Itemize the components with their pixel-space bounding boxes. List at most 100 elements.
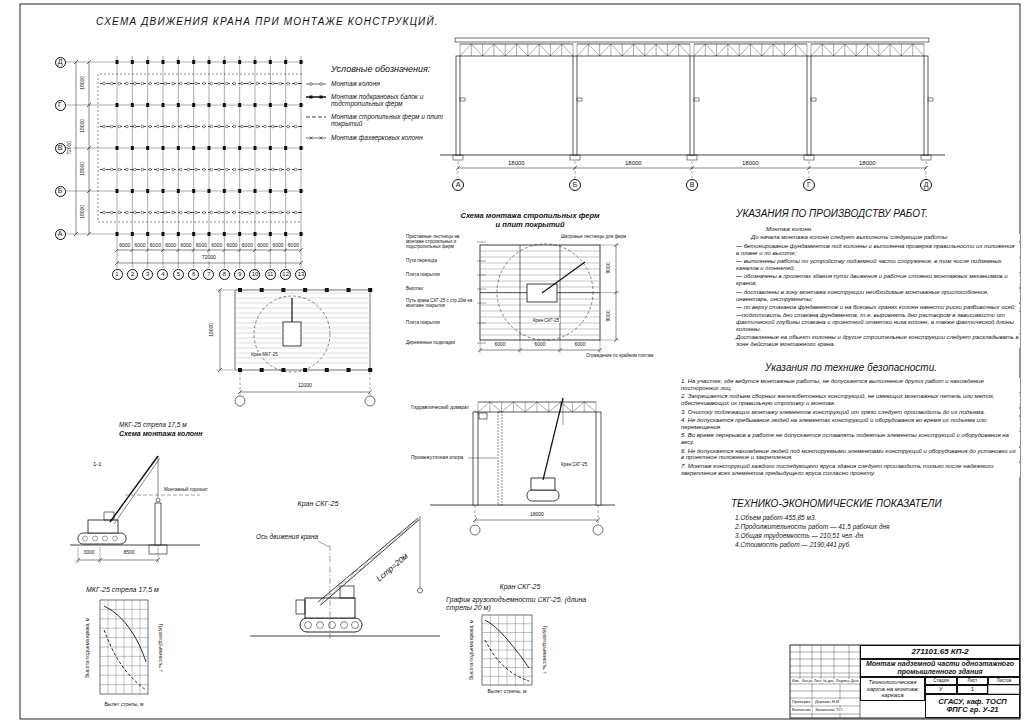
truss-web <box>633 44 634 56</box>
column <box>155 503 161 545</box>
axis-bubble: 3 <box>142 269 153 280</box>
column-mark <box>260 288 264 292</box>
grid-axis <box>132 56 133 268</box>
chart-grid <box>100 609 148 610</box>
column-mark <box>146 146 149 150</box>
truss-web <box>705 44 706 56</box>
hook-rope <box>420 516 421 588</box>
crane-stop <box>126 211 129 214</box>
swing-radius <box>497 244 593 340</box>
truss-web <box>611 44 622 56</box>
truss-web <box>656 44 657 56</box>
ground-line <box>250 636 440 637</box>
axis-bubble <box>365 396 375 406</box>
annotation-text: 6000 <box>241 243 254 249</box>
crane-stop <box>210 82 213 85</box>
crane-stop <box>133 82 136 85</box>
annotation-text: 5. Во время перерывов в работе не допуск… <box>680 432 1020 446</box>
truss-web <box>784 44 795 56</box>
grid-axis <box>178 56 179 268</box>
column-mark <box>238 103 241 107</box>
boom-lacing <box>339 581 348 584</box>
annotation-text: Ось движения крана <box>255 533 319 540</box>
annotation-text: Промежуточная опора <box>410 455 468 461</box>
track-wheel <box>113 536 118 541</box>
crane-stop <box>149 211 152 214</box>
boom-lacing <box>368 556 377 560</box>
annotation-text: 6000 <box>534 342 547 348</box>
crane-stop <box>294 82 297 85</box>
zone-hatch <box>236 308 369 309</box>
crane-stop <box>233 125 236 128</box>
axis-line <box>692 161 693 179</box>
crane-stop <box>172 82 175 85</box>
title-block-rule <box>790 659 860 660</box>
crane-stop <box>287 82 290 85</box>
annotation-text: 8500 <box>123 550 136 556</box>
column-mark <box>131 189 134 193</box>
truss-web <box>471 44 472 56</box>
annotation-text: МКГ-25 стрела 17,5 м <box>85 586 160 594</box>
node-text: Монтаж надземной части одноэтажного пром… <box>863 660 1017 675</box>
title-block-cell: Стадия <box>925 677 957 685</box>
annotation-text: УКАЗАНИЯ ПО ПРОИЗВОДСТВУ РАБОТ. <box>735 208 929 220</box>
column-mark <box>238 60 241 64</box>
column-mark <box>177 189 180 193</box>
zone-hatch <box>236 328 369 329</box>
zone-hatch <box>236 313 369 314</box>
column-mark <box>177 103 180 107</box>
truss-web <box>596 402 597 412</box>
annotation-text: Грузоподъемность, т <box>157 623 163 673</box>
counterweight <box>296 600 305 614</box>
annotation-text: 6000 <box>195 243 208 249</box>
crane-stop <box>156 211 159 214</box>
column-mark <box>146 232 149 236</box>
column-mark <box>223 60 226 64</box>
truss-web <box>561 402 573 412</box>
foundation <box>687 155 697 160</box>
crane-stop <box>271 125 274 128</box>
crane-stop <box>241 211 244 214</box>
roof-slab <box>455 38 929 42</box>
annotation-text: 7. Монтаж конструкций каждого последующе… <box>680 463 1020 477</box>
crane-stop <box>202 82 205 85</box>
crane-stop <box>195 125 198 128</box>
column-mark <box>223 189 226 193</box>
truss-web <box>645 44 656 56</box>
crane-stop <box>179 168 182 171</box>
truss-web <box>807 44 808 56</box>
roof-plate <box>481 311 599 312</box>
truss-web <box>890 44 891 56</box>
dimension-line <box>78 560 158 561</box>
truss-web <box>762 44 773 56</box>
node-text: Г <box>58 101 62 109</box>
title-block-cell: 271101.65 КП-2 <box>860 645 1020 659</box>
crane-stop <box>271 211 274 214</box>
column-mark <box>223 103 226 107</box>
title-block-rule <box>790 698 860 699</box>
foundation <box>921 155 931 160</box>
dimension-tick <box>74 60 78 64</box>
crane-stop <box>241 168 244 171</box>
truss-web <box>694 44 705 56</box>
crane-stop <box>126 82 129 85</box>
crane-stop <box>110 211 113 214</box>
crane-stop <box>110 125 113 128</box>
boom-lacing <box>354 568 363 572</box>
annotation-text: 9000 <box>605 261 611 274</box>
annotation-text: 6000 <box>210 243 223 249</box>
axis-bubble: 5 <box>173 269 184 280</box>
column-mark <box>284 60 287 64</box>
boom-lacing <box>405 524 411 532</box>
node-text: Б <box>573 181 578 189</box>
column-mark <box>238 288 242 292</box>
crane-stop <box>149 168 152 171</box>
crane-stop <box>225 168 228 171</box>
truss-web <box>867 44 868 56</box>
crane-stop <box>187 168 190 171</box>
truss-web <box>679 44 690 56</box>
boom-lacing <box>397 532 406 536</box>
dimension-tick <box>87 146 91 150</box>
column <box>473 412 478 505</box>
crane-stop <box>118 211 121 214</box>
